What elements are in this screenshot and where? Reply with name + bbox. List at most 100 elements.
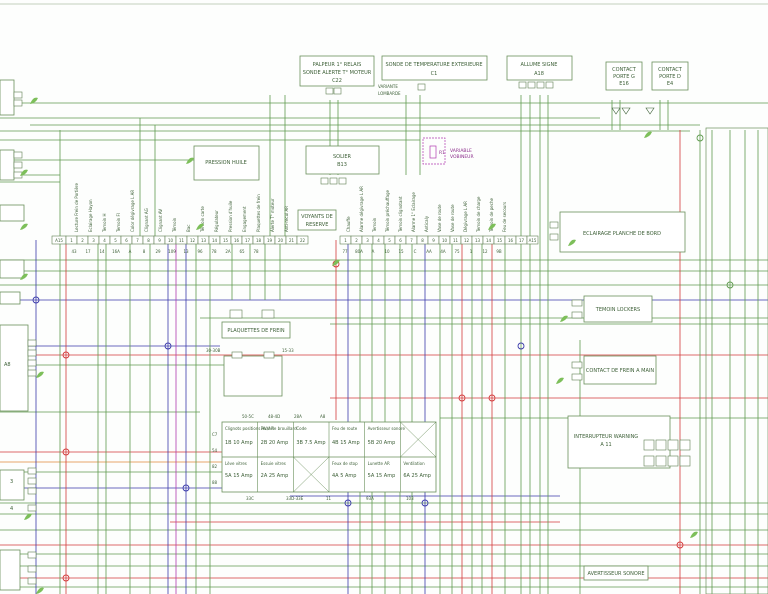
wire-left-1: 17: [85, 249, 91, 254]
variable-vobineur: R1 VARIABLE VOBINEUR: [422, 137, 474, 165]
solier-line1: SOLIER: [333, 154, 352, 160]
vlabel-left-14: Alerte T° moteur: [270, 198, 275, 232]
allume-line1: ALLUME SIGNE: [521, 62, 558, 68]
fuse-top-desc-0: Clignots positions AV/AR: [225, 426, 274, 431]
wire-right-1: 80A: [355, 249, 363, 254]
fuse-top-desc-2: Code: [296, 426, 307, 431]
vertical-texts-left: Lecture Frein de Portière Eclairage Hayon…: [74, 183, 289, 233]
pin-left-0: A15: [55, 238, 63, 243]
plaquettes-box: PLAQUETTES DE FREIN: [221, 309, 291, 339]
vlabel-right-1: Alarme dégivrage L AR: [359, 186, 364, 232]
pin-right-14: 15: [497, 238, 503, 243]
wire-left-7: 109: [168, 249, 176, 254]
fuse-top-label-3: A8: [320, 414, 326, 419]
contact-porte-d-box: CONTACT PORTE D E4: [645, 61, 689, 115]
pin-left-11: 11: [179, 238, 185, 243]
wire-right-2: A: [372, 249, 375, 254]
eclairage-line1: ECLAIRAGE PLANCHE DE BORD: [583, 231, 661, 237]
pin-right-5: 6: [399, 238, 402, 243]
vlabel-left-1: Eclairage Hayon: [88, 199, 93, 232]
wire-right-9: 1: [470, 249, 473, 254]
pin-left-1: 1: [70, 238, 73, 243]
fuse-bottom-label-0: 33C: [246, 496, 254, 501]
vlabel-left-9: Témoin carte: [200, 206, 205, 233]
pin-left-2: 2: [81, 238, 84, 243]
wire-left-3: 16A: [112, 249, 120, 254]
pression-line1: PRESSION HUILE: [205, 160, 247, 166]
ground-leaf-icon: [20, 223, 28, 230]
fuse-bot-desc-4: Ventilation: [403, 461, 425, 466]
horizontal-wires: [0, 102, 768, 588]
ground-leaf-icon: [560, 315, 568, 322]
voyants-line1: VOYANTS DE: [301, 214, 333, 220]
ground-leaf-icon: [644, 131, 652, 138]
pin-left-6: 6: [125, 238, 128, 243]
ground-leaf-icon: [186, 157, 194, 164]
wire-right-10: 12: [482, 249, 488, 254]
lombarde-label: LOMBARDE: [378, 91, 401, 96]
vlabel-right-12: Feu de secours: [502, 202, 507, 232]
palpeur-code: C22: [332, 78, 342, 84]
pin-right-0: 1: [344, 238, 347, 243]
vlabel-left-12: Engagement: [242, 206, 247, 232]
label-15-33: 15-33: [282, 348, 294, 353]
vlabel-left-0: Lecture Frein de Portière: [74, 183, 79, 232]
ground-leaves: [20, 97, 698, 594]
pin-left-9: 9: [158, 238, 161, 243]
porte-d-line2: PORTE D: [659, 74, 681, 80]
wire-right-5: C: [414, 249, 417, 254]
porte-d-code: E4: [667, 81, 673, 87]
wire-left-5: 8: [143, 249, 146, 254]
left-connectors: A8 3 4: [0, 79, 37, 591]
pin-left-18: 18: [256, 238, 262, 243]
porte-g-line1: CONTACT: [612, 67, 637, 73]
relay-box: 30-30B 15-33: [206, 348, 294, 397]
eclairage-box: ECLAIRAGE PLANCHE DE BORD: [549, 211, 686, 253]
vlabel-right-5: Alarme 1° Eclairage: [411, 192, 416, 232]
pin-left-16: 16: [234, 238, 240, 243]
lockers-line1: TEMOIN LOCKERS: [595, 307, 640, 313]
vlabel-left-7: Témoin: [172, 217, 177, 233]
pin-left-20: 20: [278, 238, 284, 243]
pin-right-17: A15: [529, 238, 537, 243]
vlabel-right-10: Temoin de charge: [476, 196, 481, 233]
pin-right-1: 2: [355, 238, 358, 243]
ground-leaf-icon: [30, 97, 38, 104]
palpeur-line2: SONDE ALERTE T° MOTEUR: [303, 70, 372, 76]
wire-right-8: 75: [454, 249, 460, 254]
vlabel-right-9: Dégivrage L AR: [463, 201, 468, 232]
pin-left-7: 7: [136, 238, 139, 243]
fuse-bottom-label-3: 93A: [366, 496, 374, 501]
fuse-bottom-label-4: 103: [406, 496, 414, 501]
vlabel-left-13: Plaquettes de frein: [256, 194, 261, 232]
fuse-bottom-label-2: 11: [326, 496, 332, 501]
porte-d-line1: CONTACT: [658, 67, 683, 73]
contact-porte-g-box: CONTACT PORTE G E16: [605, 61, 643, 115]
wire-left-8: 13: [183, 249, 189, 254]
avertisseur-box: AVERTISSEUR SONORE: [583, 565, 649, 581]
fuse-bot-desc-3: Lunette AR: [368, 461, 390, 466]
fuse-top-rating-1: 2B 20 Amp: [261, 440, 289, 446]
plaquettes-line1: PLAQUETTES DE FREIN: [227, 328, 285, 334]
palpeur-line1: PALPEUR 1° RELAIS: [313, 62, 362, 68]
ground-leaf-icon: [196, 223, 204, 230]
wire-left-10: 78: [211, 249, 217, 254]
fuse-side-label-1: 54: [212, 448, 218, 453]
allume-code: A18: [534, 71, 544, 77]
fuse-side-label-0: C7: [212, 432, 218, 437]
label-30-30b: 30-30B: [206, 348, 221, 353]
warning-line2: A 11: [600, 442, 611, 448]
fuse-bot-desc-0: Lève vitres: [225, 461, 247, 466]
fuse-bot-desc-1: Essuie vitres: [261, 461, 286, 466]
ground-leaf-icon: [568, 239, 576, 246]
wire-left-12: 65: [239, 249, 245, 254]
junctions: [32, 134, 734, 582]
ground-leaf-icon: [556, 377, 564, 384]
pin-right-9: 10: [442, 238, 448, 243]
pin-left-12: 12: [190, 238, 196, 243]
wire-left-0: 43: [71, 249, 77, 254]
